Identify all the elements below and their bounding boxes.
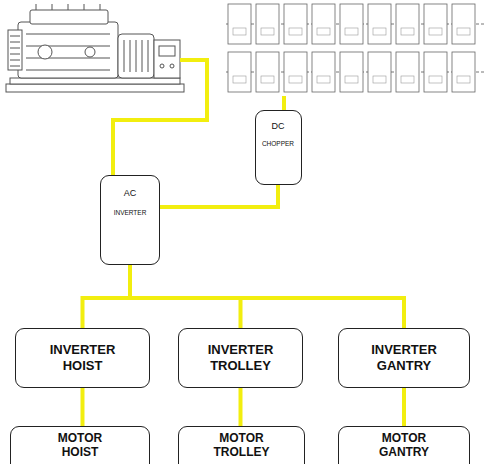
engine-head [30,10,108,24]
inverter-box: INVERTER HOIST [15,328,150,388]
battery-cell [340,4,363,44]
battery-cell [340,52,363,92]
engine-detail [26,34,110,70]
battery-cell [368,4,391,44]
converter-type: DC [272,121,285,132]
cell-label-plate [345,28,358,35]
cell-label-plate [373,28,386,35]
cell-label-plate [401,76,414,83]
battery-cell [452,4,475,44]
battery-cell [256,4,279,44]
cell-label-plate [429,28,442,35]
power-line [402,388,406,426]
battery-cell [284,4,307,44]
generator-rail [10,78,180,84]
battery-cell [424,52,447,92]
power-line [81,388,85,426]
box-label: INVERTER GANTRY [362,342,446,373]
battery-cell [228,52,251,92]
radiator [8,30,22,70]
cell-label-plate [429,76,442,83]
power-line [160,185,278,207]
generator-wire [113,60,207,175]
panel-knob [170,64,174,68]
battery-cell [256,52,279,92]
converter-box: DC CHOPPER [255,110,302,185]
motor-box: MOTOR TROLLEY [178,426,305,464]
box-label: MOTOR GANTRY [364,431,444,460]
battery-cell [396,52,419,92]
battery-cell [228,4,251,44]
generator-base [6,84,184,92]
converter-type: AC [124,188,137,199]
battery-cell [312,52,335,92]
battery-cell [368,52,391,92]
cell-label-plate [317,76,330,83]
cell-label-plate [233,28,246,35]
battery-cell [284,52,307,92]
cell-label-plate [261,28,274,35]
inverter-box: INVERTER TROLLEY [178,328,303,388]
battery-wire [282,96,286,110]
engine-pipes [36,4,100,10]
diesel-generator [6,4,184,92]
cell-label-plate [345,76,358,83]
box-label: INVERTER TROLLEY [199,342,283,373]
engine-pulley [38,45,52,59]
battery-rack [226,4,484,92]
converter-box: AC INVERTER [100,175,160,265]
box-label: MOTOR HOIST [40,431,120,460]
motor-box: MOTOR HOIST [10,426,150,464]
power-line [83,265,131,328]
alternator-ribs [124,40,148,72]
cell-label-plate [233,76,246,83]
cell-label-plate [457,28,470,35]
cell-label-plate [289,76,302,83]
cell-label-plate [289,28,302,35]
cell-label-plate [317,28,330,35]
box-label: INVERTER HOIST [41,342,125,373]
box-label: MOTOR TROLLEY [202,431,282,460]
engine-block [18,22,118,78]
panel-display [159,46,175,56]
cell-label-plate [373,76,386,83]
converter-name: INVERTER [114,209,147,217]
battery-cell [452,52,475,92]
engine-filter [85,47,95,57]
power-line [239,388,243,426]
battery-cell [312,4,335,44]
cell-label-plate [261,76,274,83]
cell-label-plate [401,28,414,35]
battery-cell [424,4,447,44]
cell-label-plate [457,76,470,83]
alternator [118,34,154,78]
panel-knob [160,64,164,68]
inverter-box: INVERTER GANTRY [338,328,470,388]
motor-box: MOTOR GANTRY [338,426,470,464]
converter-name: CHOPPER [262,140,294,148]
radiator-fins [10,36,20,66]
control-panel [154,40,180,78]
power-line [130,265,404,328]
battery-cell [396,4,419,44]
